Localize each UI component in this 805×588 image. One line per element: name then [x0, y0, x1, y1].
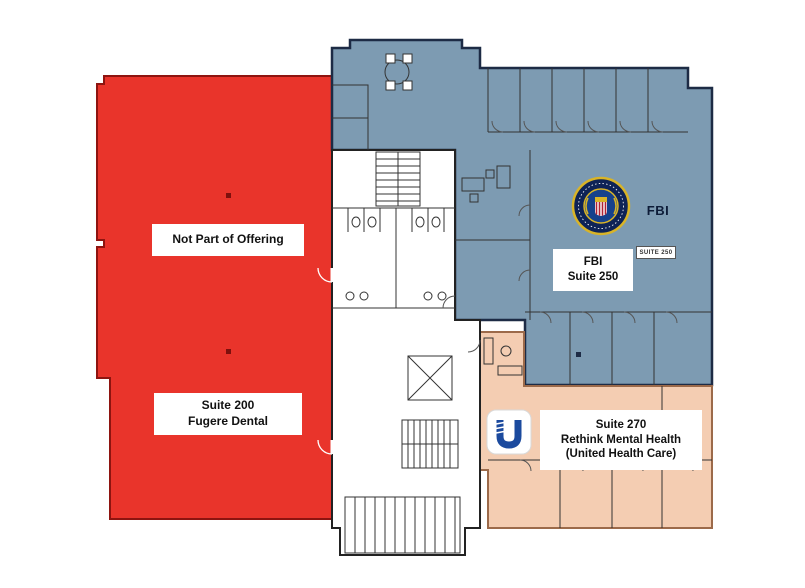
suite-270-tenant: Rethink Mental Health — [560, 433, 682, 446]
conference-table — [384, 59, 410, 85]
conference-chairs — [385, 53, 413, 91]
suite-200-number: Suite 200 — [201, 398, 255, 413]
suite-270-label: Suite 270 Rethink Mental Health (United … — [540, 410, 702, 470]
chair — [485, 169, 495, 179]
chair — [469, 193, 479, 203]
suite-270-number: Suite 270 — [595, 418, 647, 431]
suite-200-tenant: Fugere Dental — [187, 414, 268, 428]
side-table — [500, 345, 512, 357]
fbi-suite-250-label: FBI Suite 250 — [553, 249, 633, 291]
toilet — [367, 216, 377, 228]
sink — [423, 291, 433, 301]
door-tag-text: SUITE 250 — [639, 249, 673, 256]
sink — [437, 291, 447, 301]
fbi-label-line1: FBI — [583, 256, 603, 269]
banner-text: Not Part of Offering — [172, 232, 284, 247]
toilet — [431, 216, 441, 228]
exterior-ramp — [344, 496, 461, 554]
suite-250-door-tag: SUITE 250 — [636, 246, 676, 259]
uhc-logo-icon — [486, 409, 532, 455]
elevator — [407, 355, 453, 401]
sofa — [483, 337, 494, 365]
suite-200-region — [96, 75, 333, 520]
stairwell-top — [375, 151, 421, 207]
desk — [461, 177, 485, 192]
not-part-of-offering-banner: Not Part of Offering — [152, 224, 304, 256]
red-suite-doors — [317, 267, 334, 455]
desk — [496, 165, 511, 189]
fbi-name-text: FBI — [646, 202, 670, 218]
suite-200-label: Suite 200 Fugere Dental — [154, 393, 302, 435]
building-core — [331, 149, 481, 556]
fbi-label-line2: Suite 250 — [567, 271, 619, 283]
columns — [226, 193, 581, 357]
stairwell-bottom — [401, 419, 459, 469]
toilet — [351, 216, 361, 228]
fbi-seal-icon — [571, 176, 631, 236]
sink — [345, 291, 355, 301]
fbi-text-label: FBI — [640, 202, 676, 220]
suite-270-tenant-note: (United Health Care) — [565, 448, 677, 461]
toilet — [415, 216, 425, 228]
sofa — [497, 365, 523, 376]
sink — [359, 291, 369, 301]
